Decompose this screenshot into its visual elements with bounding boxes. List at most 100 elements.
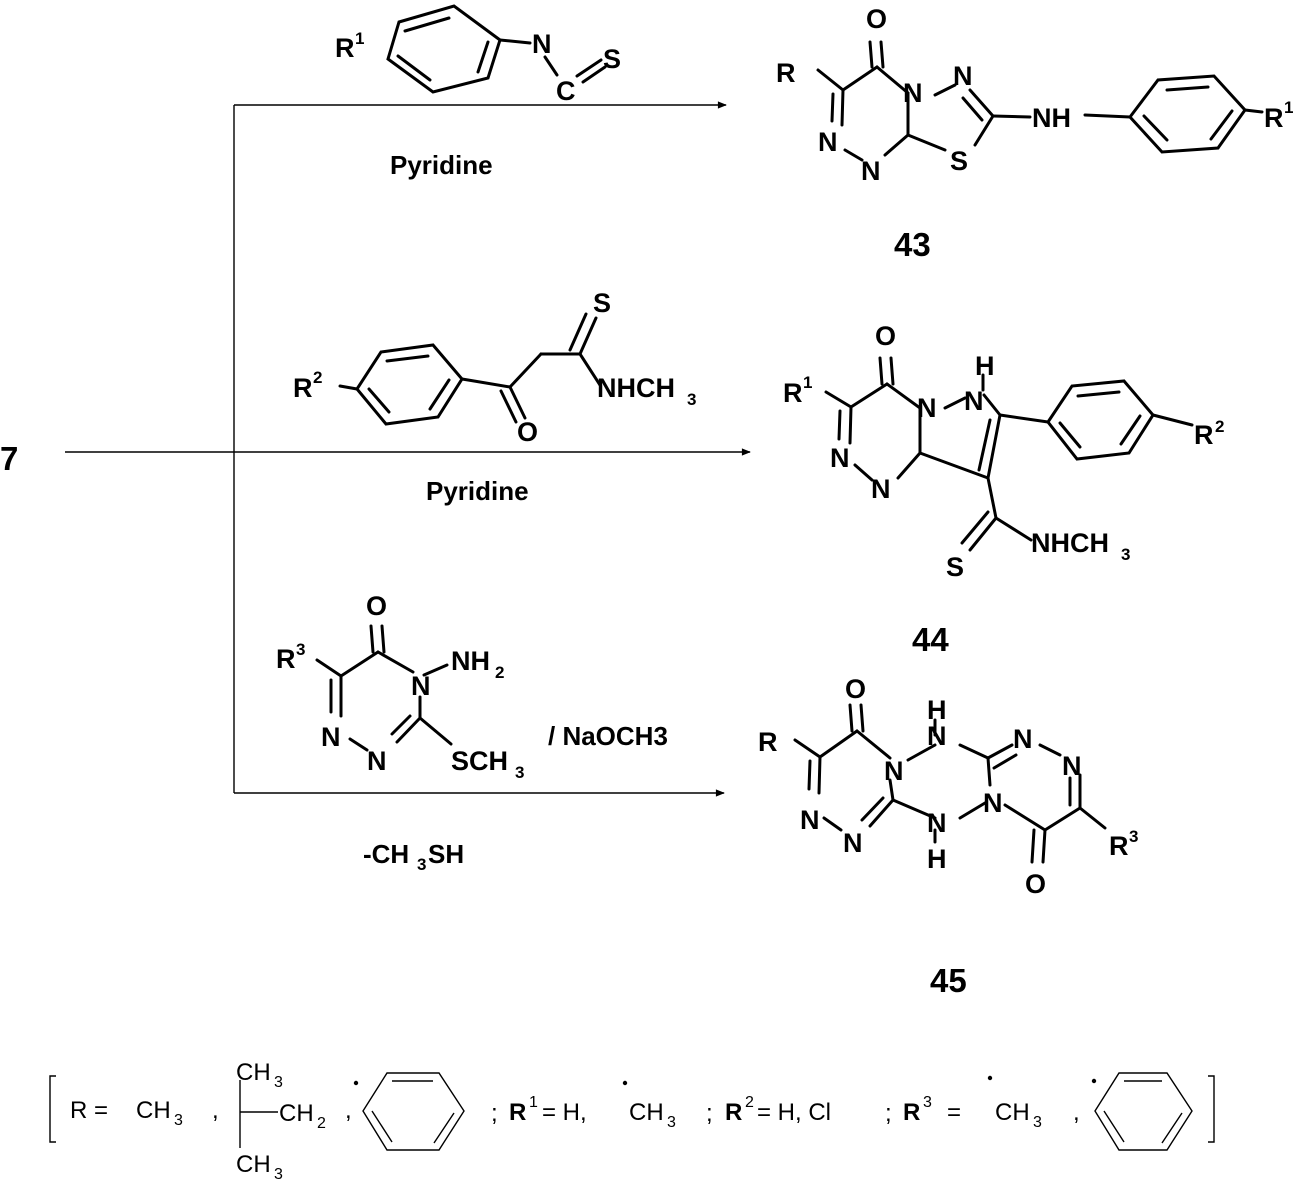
reagent3-base: / NaOCH3 <box>548 721 668 751</box>
legend-r2-label: R <box>725 1099 742 1126</box>
reagent1-c-label: C <box>556 76 576 106</box>
p44-n-top: N <box>964 386 984 416</box>
p45-h-bot: H <box>927 844 947 874</box>
reagent3-n4: N <box>411 671 431 701</box>
legend-r-ch3-sub: 3 <box>174 1112 183 1129</box>
reagent2-o-label: O <box>517 417 538 447</box>
product-44-structure: O R 1 H N N N N R 2 S NHCH 3 <box>783 321 1224 582</box>
p45-n-g: N <box>927 808 947 838</box>
product-43-number: 43 <box>894 226 931 263</box>
reagent2-amine: NHCH <box>597 373 675 403</box>
legend-ch3-down: CH <box>236 1151 271 1178</box>
legend-r3-eq: = <box>947 1099 961 1126</box>
start-compound-number: 7 <box>0 440 18 477</box>
reaction-arrows <box>65 101 751 797</box>
legend-semicolon-1: ; <box>491 1100 498 1127</box>
legend-r1-sup: 1 <box>529 1094 538 1111</box>
p44-n-ring: N <box>917 393 937 423</box>
condition-2-label: Pyridine <box>426 476 529 506</box>
p45-r: R <box>758 727 778 757</box>
legend-r-label: R = <box>70 1097 108 1124</box>
product-45-structure: O R H N N N N N N N N H O R 3 <box>758 674 1138 899</box>
p43-n-c: N <box>818 127 838 157</box>
p45-o-bot: O <box>1025 869 1046 899</box>
legend-r3-label: R <box>903 1099 920 1126</box>
p45-r3: R <box>1109 831 1129 861</box>
p44-amine: NHCH <box>1031 528 1109 558</box>
legend-ch3-up: CH <box>236 1059 271 1086</box>
p45-n-c: N <box>1013 724 1033 754</box>
p43-r: R <box>776 58 796 88</box>
reagent3-n-a: N <box>321 722 341 752</box>
legend-ch3-up-sub: 3 <box>274 1074 283 1091</box>
p45-n-e: N <box>800 805 820 835</box>
legend-r-ch3: CH <box>136 1097 171 1124</box>
p43-n-b: N <box>953 61 973 91</box>
p45-n-h: N <box>983 788 1003 818</box>
legend-semicolon-2: ; <box>706 1100 713 1127</box>
reagent1-s-label: S <box>603 44 621 74</box>
legend-r3-ch3: CH <box>995 1099 1030 1126</box>
reagent2-r-label: R <box>293 373 313 403</box>
reagent3-n-b: N <box>367 746 387 776</box>
p43-nh: NH <box>1032 103 1071 133</box>
legend-comma-1: , <box>212 1097 219 1124</box>
reagent3-nh2: NH <box>451 646 490 676</box>
p44-r1-sup: 1 <box>803 373 812 392</box>
reagent2-amine-sub: 3 <box>687 390 696 409</box>
legend-r3-ch3-sub: 3 <box>1033 1114 1042 1131</box>
p43-s: S <box>950 146 968 176</box>
legend-r3-sup: 3 <box>923 1094 932 1111</box>
legend-r1-label: R <box>509 1099 526 1126</box>
p45-r3-sup: 3 <box>1129 827 1138 846</box>
p43-n-a: N <box>903 78 923 108</box>
p43-r1: R <box>1264 103 1284 133</box>
reagent3-sch3-sub: 3 <box>515 763 524 782</box>
p44-r1: R <box>783 378 803 408</box>
legend-r1-values: = H, <box>542 1099 587 1126</box>
reagent-ketothioamide: R 2 S O NHCH 3 <box>293 288 696 447</box>
legend-semicolon-3: ; <box>885 1100 892 1127</box>
reagent1-r-label: R <box>335 33 355 63</box>
p44-h: H <box>975 351 995 381</box>
reagent3-o-label: O <box>366 591 387 621</box>
legend-r1-ch3-sub: 3 <box>667 1114 676 1131</box>
p43-r1-sup: 1 <box>1284 98 1293 117</box>
reagent2-s-label: S <box>593 288 611 318</box>
reagent-aminotriazinone: O R 3 N NH 2 N N SCH 3 <box>276 591 524 782</box>
p45-o-top: O <box>845 674 866 704</box>
legend-ch3-down-sub: 3 <box>274 1166 283 1183</box>
condition-3-suffix: SH <box>428 839 464 869</box>
p45-n-d: N <box>1062 751 1082 781</box>
legend-r2-sup: 2 <box>745 1094 754 1111</box>
legend-comma-3: , <box>1073 1099 1080 1126</box>
condition-1-label: Pyridine <box>390 150 493 180</box>
condition-3-sub: 3 <box>417 855 426 874</box>
product-44-number: 44 <box>912 621 949 658</box>
p43-n-d: N <box>861 156 881 186</box>
legend-comma-2: , <box>345 1097 352 1124</box>
product-43-structure: O R N N N N S NH R 1 <box>776 4 1293 186</box>
p44-o: O <box>875 321 896 351</box>
reagent2-r-sup: 2 <box>313 368 322 387</box>
p44-n-a: N <box>830 443 850 473</box>
p44-r2: R <box>1194 420 1214 450</box>
p44-r2-sup: 2 <box>1215 417 1224 436</box>
reagent3-nh2-sub: 2 <box>495 663 504 682</box>
p45-n-b: N <box>884 756 904 786</box>
reagent3-r3-label: R <box>276 644 296 674</box>
legend-ch2: CH <box>279 1100 314 1127</box>
legend-r1-ch3: CH <box>629 1099 664 1126</box>
p43-o: O <box>866 4 887 34</box>
reagent3-r3-sup: 3 <box>296 640 305 659</box>
legend-r2-values: = H, Cl <box>757 1099 831 1126</box>
p44-n-b: N <box>871 474 891 504</box>
product-45-number: 45 <box>930 962 967 999</box>
reagent1-r-sup: 1 <box>355 29 364 48</box>
reagent3-sch3: SCH <box>451 746 508 776</box>
p44-s: S <box>946 552 964 582</box>
p45-n-a: N <box>927 721 947 751</box>
p44-amine-sub: 3 <box>1121 545 1130 564</box>
reagent1-n-label: N <box>532 29 552 59</box>
